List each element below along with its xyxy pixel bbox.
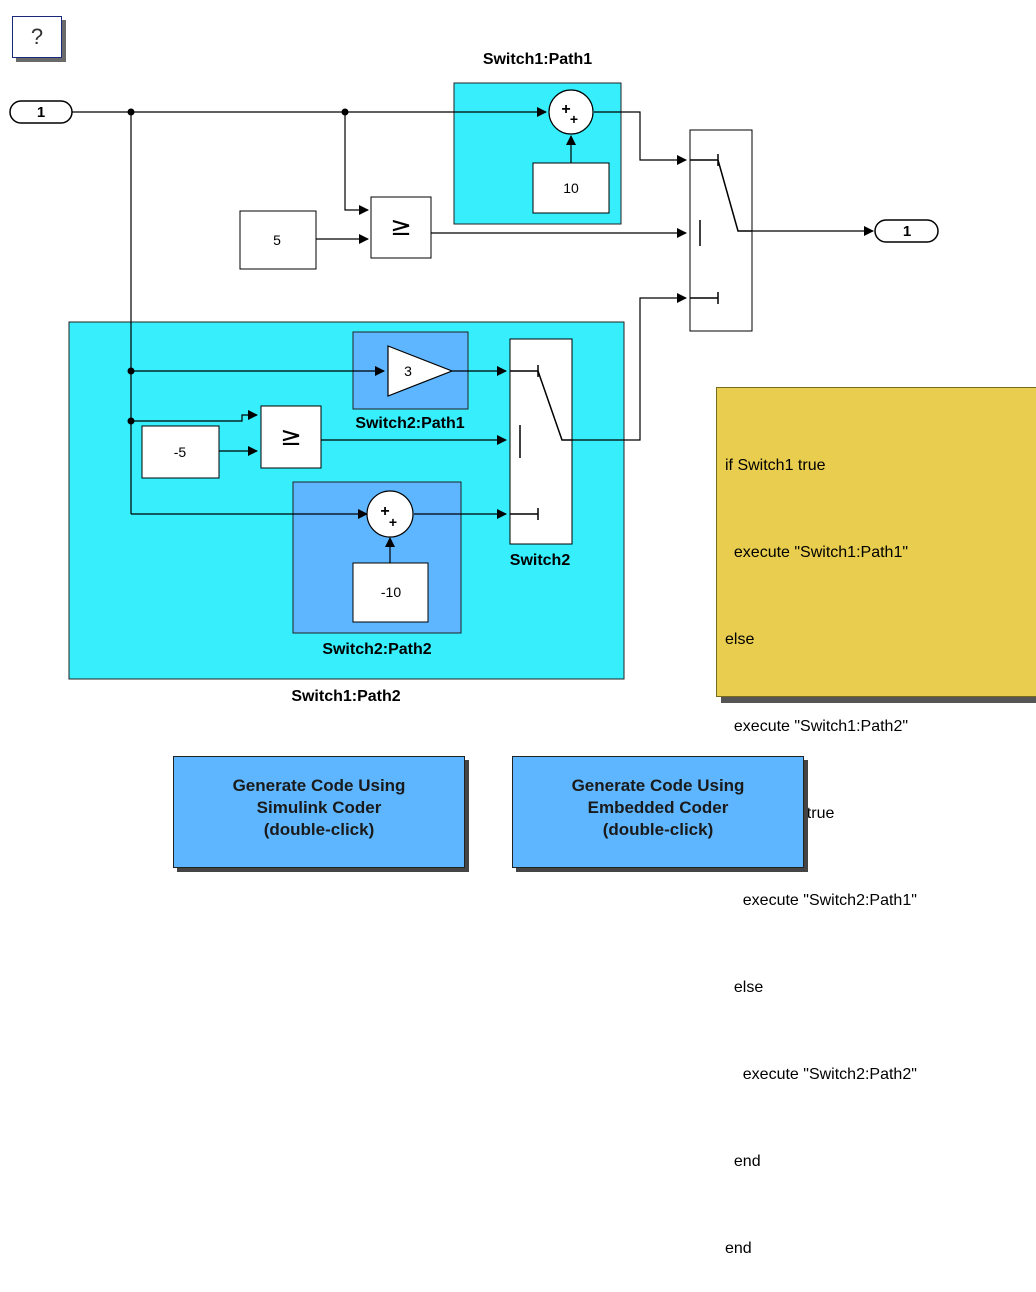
sum-block-2-signs: + — [380, 503, 389, 520]
outport-label: 1 — [903, 223, 911, 240]
gain-block[interactable] — [387, 345, 454, 397]
area-title-switch2-path2: Switch2:Path2 — [322, 641, 432, 658]
note-line: execute "Switch2:Path1" — [725, 892, 917, 909]
help-button-label: ? — [30, 24, 44, 49]
generate-embedded-coder-line: Embedded Coder — [587, 798, 729, 817]
generate-simulink-coder-button[interactable]: Generate Code Using Simulink Coder (doub… — [173, 756, 465, 868]
area-title-switch1-path1: Switch1:Path1 — [482, 51, 593, 68]
note-line: end — [725, 1240, 752, 1257]
note-line: execute "Switch1:Path1" — [725, 544, 909, 561]
generate-embedded-coder-line: Generate Code Using — [571, 776, 745, 795]
constant-minus5-block[interactable] — [141, 425, 220, 479]
inport-label: 1 — [37, 104, 45, 121]
sum-block-1-signs: + — [561, 101, 570, 118]
generate-simulink-coder-line: (double-click) — [263, 820, 375, 839]
sum-block-2-signs: + — [389, 514, 397, 530]
constant-5-block[interactable] — [239, 210, 317, 270]
sum-block-1[interactable] — [548, 89, 594, 135]
block-diagram-canvas: 1 1 5 ≥ + + 10 3 -5 ≥ + + -10 — [9, 82, 939, 680]
note-line: if Switch1 true — [725, 457, 826, 474]
constant-minus10-value: -10 — [381, 584, 401, 600]
constant-5-value: 5 — [273, 232, 281, 248]
note-line: execute "Switch2:Path2" — [725, 1066, 917, 1083]
sum-block-2[interactable] — [366, 490, 414, 538]
note-line: else — [725, 631, 755, 648]
generate-simulink-coder-line: Simulink Coder — [256, 798, 382, 817]
switch2-label: Switch2 — [509, 552, 571, 569]
relational-operator-2[interactable] — [260, 405, 322, 469]
inport-block[interactable] — [9, 100, 73, 124]
sum-block-1-signs: + — [570, 111, 578, 127]
generate-embedded-coder-line: (double-click) — [602, 820, 714, 839]
branch-point — [341, 108, 349, 116]
note-line: else — [725, 979, 764, 996]
relational-operator-1-symbol: ≥ — [390, 212, 412, 242]
help-button[interactable]: ? — [12, 16, 62, 58]
branch-point — [127, 417, 135, 425]
generate-simulink-coder-line: Generate Code Using — [232, 776, 406, 795]
relational-operator-2-symbol: ≥ — [280, 422, 302, 452]
outport-block[interactable] — [874, 219, 939, 243]
area-title-switch2-path1: Switch2:Path1 — [355, 415, 465, 432]
gain-value: 3 — [404, 363, 412, 379]
generate-embedded-coder-button[interactable]: Generate Code Using Embedded Coder (doub… — [512, 756, 804, 868]
constant-10-value: 10 — [563, 180, 579, 196]
note-line: end — [725, 1153, 761, 1170]
logic-annotation-note: if Switch1 true execute "Switch1:Path1" … — [716, 387, 1036, 1257]
branch-point — [127, 108, 135, 116]
branch-point — [127, 367, 135, 375]
constant-minus10-block[interactable] — [352, 562, 429, 623]
constant-10-block[interactable] — [532, 162, 610, 214]
note-line: execute "Switch1:Path2" — [725, 718, 909, 735]
area-title-switch1-path2: Switch1:Path2 — [291, 688, 401, 705]
relational-operator-1[interactable] — [370, 196, 432, 259]
constant-minus5-value: -5 — [174, 444, 187, 460]
